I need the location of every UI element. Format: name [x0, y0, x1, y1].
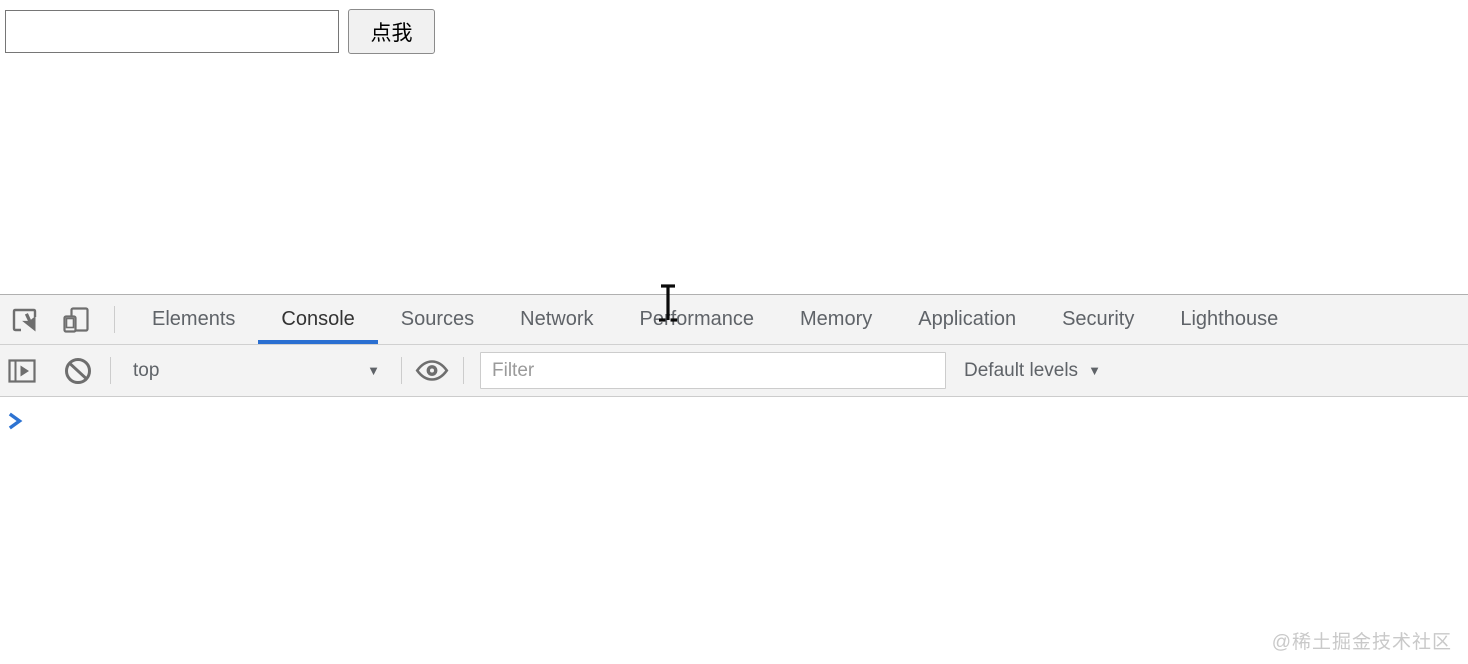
tab-security[interactable]: Security [1062, 308, 1135, 330]
tab-network[interactable]: Network [520, 308, 594, 330]
tab-performance[interactable]: Performance [639, 308, 755, 330]
console-prompt-chevron-icon [8, 412, 23, 430]
tab-application[interactable]: Application [918, 308, 1017, 330]
devtools-tabs: Elements Console Sources Network Perform… [129, 295, 1301, 344]
clear-console-icon [65, 357, 91, 384]
page-text-input[interactable] [5, 10, 339, 53]
click-me-button[interactable]: 点我 [348, 9, 435, 54]
tab-memory[interactable]: Memory [800, 308, 873, 330]
tab-sources[interactable]: Sources [400, 308, 475, 330]
context-selector-label: top [133, 359, 160, 381]
console-prompt-row[interactable] [0, 397, 1468, 431]
chevron-down-icon: ▼ [367, 363, 380, 378]
eye-icon [415, 360, 449, 381]
devtools-tabbar: Elements Console Sources Network Perform… [0, 295, 1468, 345]
devtools-panel: Elements Console Sources Network Perform… [0, 294, 1468, 664]
device-toolbar-button[interactable] [59, 303, 93, 337]
device-toolbar-icon [63, 306, 89, 333]
inspect-element-button[interactable] [7, 303, 41, 337]
tab-elements[interactable]: Elements [152, 308, 236, 330]
console-sidebar-button[interactable] [5, 354, 39, 388]
inspect-element-icon [12, 308, 37, 331]
log-levels-label: Default levels [964, 359, 1079, 381]
log-levels-dropdown[interactable]: Default levels ▼ [964, 360, 1101, 382]
console-filter-input[interactable] [480, 352, 946, 389]
console-messages-area[interactable] [0, 397, 1468, 664]
tab-console[interactable]: Console [258, 295, 377, 344]
watermark: @稀土掘金技术社区 [1271, 632, 1452, 653]
toolbar-separator [463, 357, 464, 384]
context-selector-dropdown[interactable]: top ▼ [120, 345, 386, 396]
tab-lighthouse[interactable]: Lighthouse [1180, 308, 1279, 330]
toolbar-separator [401, 357, 402, 384]
chevron-down-icon: ▼ [1088, 363, 1101, 378]
webpage-area: 点我 [0, 0, 1468, 294]
console-sidebar-icon [8, 358, 36, 383]
clear-console-button[interactable] [61, 354, 95, 388]
console-toolbar: top ▼ Default levels ▼ [0, 345, 1468, 397]
toolbar-separator [110, 357, 111, 384]
text-ibeam-cursor [659, 284, 677, 322]
create-live-expression-button[interactable] [415, 354, 449, 388]
toolbar-separator [114, 306, 115, 333]
